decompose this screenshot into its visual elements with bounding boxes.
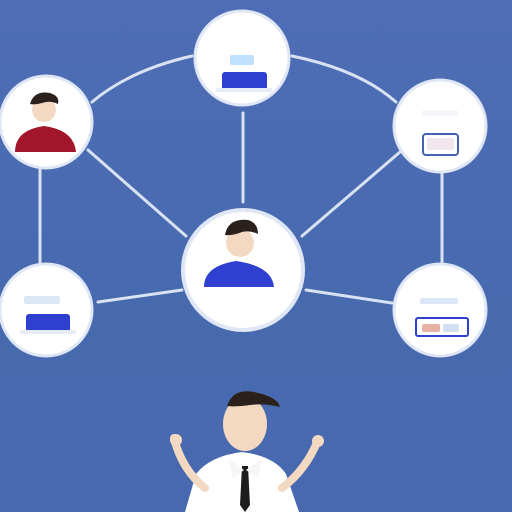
node-top: [193, 9, 291, 107]
node-center: [181, 208, 305, 332]
person-icon: [15, 92, 76, 152]
presenter-person-icon: [170, 391, 324, 512]
edge-top-left: [90, 54, 194, 104]
tablet-icon: [422, 110, 459, 156]
connection-lines: [38, 54, 444, 305]
edge-center-left: [86, 148, 188, 238]
edge-center-bottom-right: [304, 288, 394, 305]
laptop-icon: [216, 55, 272, 92]
node-bottom-right: [392, 262, 488, 358]
node-bottom-left: [0, 262, 94, 358]
edge-center-bottom-left: [96, 288, 184, 304]
browser-window-icon: [415, 298, 469, 337]
laptop-icon: [20, 296, 76, 334]
edge-center-right: [300, 150, 402, 238]
person-icon: [204, 219, 274, 287]
edge-top-right: [290, 54, 398, 104]
node-left: [0, 74, 94, 170]
node-right: [392, 78, 488, 174]
